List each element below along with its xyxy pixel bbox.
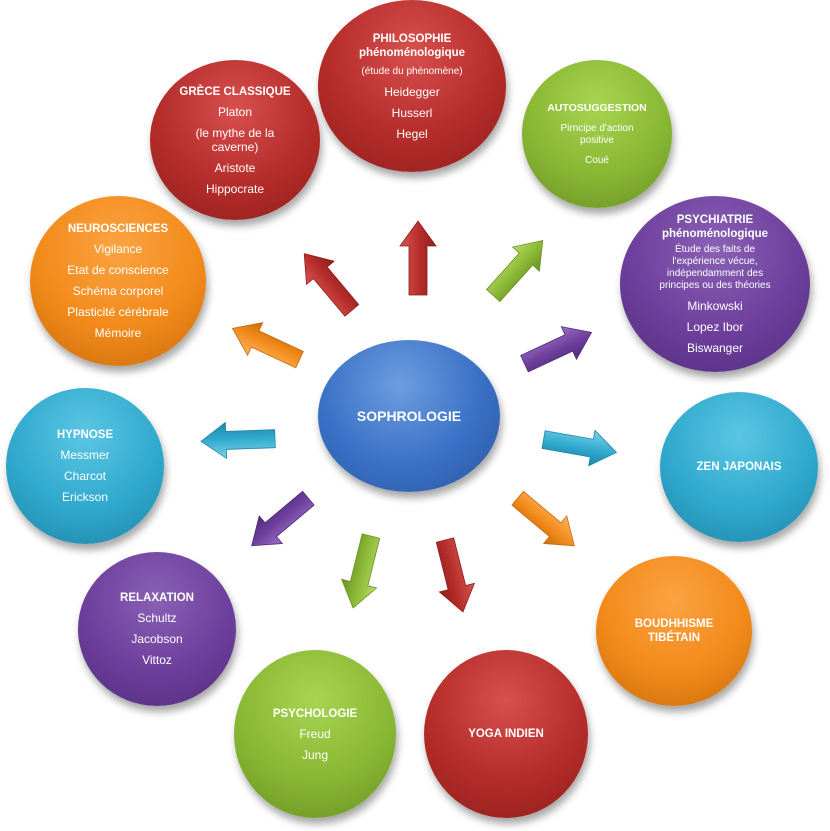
psychiatrie-item: Biswanger	[686, 341, 744, 355]
arrow-to-bouddhisme	[511, 490, 575, 547]
center-node: SOPHROLOGIE	[318, 340, 500, 492]
relaxation-title: RELAXATION	[120, 592, 194, 604]
autosuggestion-item: Coué	[585, 155, 609, 166]
hypnose-item: Charcot	[63, 469, 107, 483]
autosuggestion-title: AUTOSUGGESTION	[547, 102, 647, 114]
node-psychiatrie: PSYCHIATRIE phénoménologique Étude des f…	[620, 196, 810, 372]
psychiatrie-desc: l'expérience vécue,	[672, 256, 758, 267]
neurosciences-item: Vigilance	[93, 242, 143, 256]
psychiatrie-desc: principes ou des théories	[659, 280, 771, 291]
grece-item: Platon	[217, 104, 253, 119]
arrow-to-hypnose	[200, 421, 276, 460]
psychologie-item: Jung	[301, 747, 329, 762]
philosophie-item: Hegel	[396, 126, 428, 141]
grece-item: caverne)	[211, 139, 259, 154]
node-zen: ZEN JAPONAIS	[660, 392, 818, 542]
node-hypnose: HYPNOSE Messmer Charcot Erickson	[6, 388, 164, 544]
psychiatrie-item: Minkowski	[687, 299, 743, 313]
grece-item: (le mythe de la	[195, 125, 275, 140]
relaxation-item: Vittoz	[142, 653, 172, 667]
node-philosophie: PHILOSOPHIE phénoménologique (étude du p…	[318, 0, 506, 172]
arrow-to-relaxation	[251, 490, 315, 547]
philosophie-title-2: phénoménologique	[358, 46, 466, 59]
psychiatrie-title-2: phénoménologique	[661, 228, 769, 240]
neurosciences-item: Plasticité cérébrale	[67, 305, 169, 319]
bouddhisme-title-2: TIBÉTAIN	[647, 632, 701, 644]
hypnose-title: HYPNOSE	[56, 429, 114, 441]
relaxation-item: Schultz	[137, 611, 177, 625]
node-neurosciences: NEUROSCIENCES Vigilance Etat de conscien…	[30, 196, 206, 366]
node-autosuggestion: AUTOSUGGESTION Pirncipe d'action positiv…	[522, 60, 672, 208]
psychiatrie-item: Lopez Ibor	[686, 320, 744, 334]
relaxation-item: Jacobson	[131, 632, 183, 646]
arrow-to-psychiatrie	[520, 326, 593, 373]
node-grece: GRÈCE CLASSIQUE Platon (le mythe de la c…	[150, 60, 320, 220]
node-bouddhisme: BOUDHHISME TIBÉTAIN	[596, 556, 752, 706]
grece-item: Hippocrate	[205, 181, 265, 196]
psychiatrie-desc: indépendamment des	[666, 268, 764, 279]
philosophie-item: Heidegger	[384, 84, 440, 99]
arrow-to-zen	[541, 429, 618, 467]
bouddhisme-title-1: BOUDHHISME	[634, 618, 714, 630]
neurosciences-item: Schéma corporel	[72, 284, 164, 298]
hypnose-item: Messmer	[60, 448, 110, 462]
zen-title: ZEN JAPONAIS	[696, 461, 782, 473]
grece-item: Aristote	[214, 160, 256, 175]
arrow-to-grece	[303, 253, 360, 317]
arrow-to-autosuggestion	[485, 239, 544, 303]
neurosciences-item: Mémoire	[94, 326, 142, 340]
psychiatrie-desc: Étude des faits de	[674, 244, 756, 255]
neurosciences-item: Etat de conscience	[67, 263, 169, 277]
philosophie-title-1: PHILOSOPHIE	[372, 32, 452, 45]
arrow-to-yoga	[435, 537, 476, 613]
grece-title: GRÈCE CLASSIQUE	[179, 85, 291, 98]
arrow-to-neurosciences	[231, 322, 304, 369]
yoga-title: YOGA INDIEN	[468, 728, 544, 740]
philosophie-subtitle: (étude du phénomène)	[361, 65, 463, 77]
psychologie-item: Freud	[299, 726, 331, 741]
psychologie-title: PSYCHOLOGIE	[272, 707, 358, 720]
center-title: SOPHROLOGIE	[356, 408, 462, 424]
psychiatrie-title-1: PSYCHIATRIE	[676, 214, 754, 226]
node-yoga: YOGA INDIEN	[424, 650, 588, 818]
arrow-to-psychologie	[340, 533, 381, 609]
node-relaxation: RELAXATION Schultz Jacobson Vittoz	[78, 552, 236, 706]
philosophie-item: Husserl	[391, 105, 433, 120]
neurosciences-title: NEUROSCIENCES	[67, 223, 169, 235]
node-psychologie: PSYCHOLOGIE Freud Jung	[234, 650, 396, 818]
autosuggestion-subtitle-1: Pirncipe d'action	[560, 123, 634, 134]
hypnose-item: Erickson	[61, 490, 108, 504]
arrow-to-philosophie	[399, 220, 437, 296]
autosuggestion-subtitle-2: positive	[580, 135, 614, 146]
